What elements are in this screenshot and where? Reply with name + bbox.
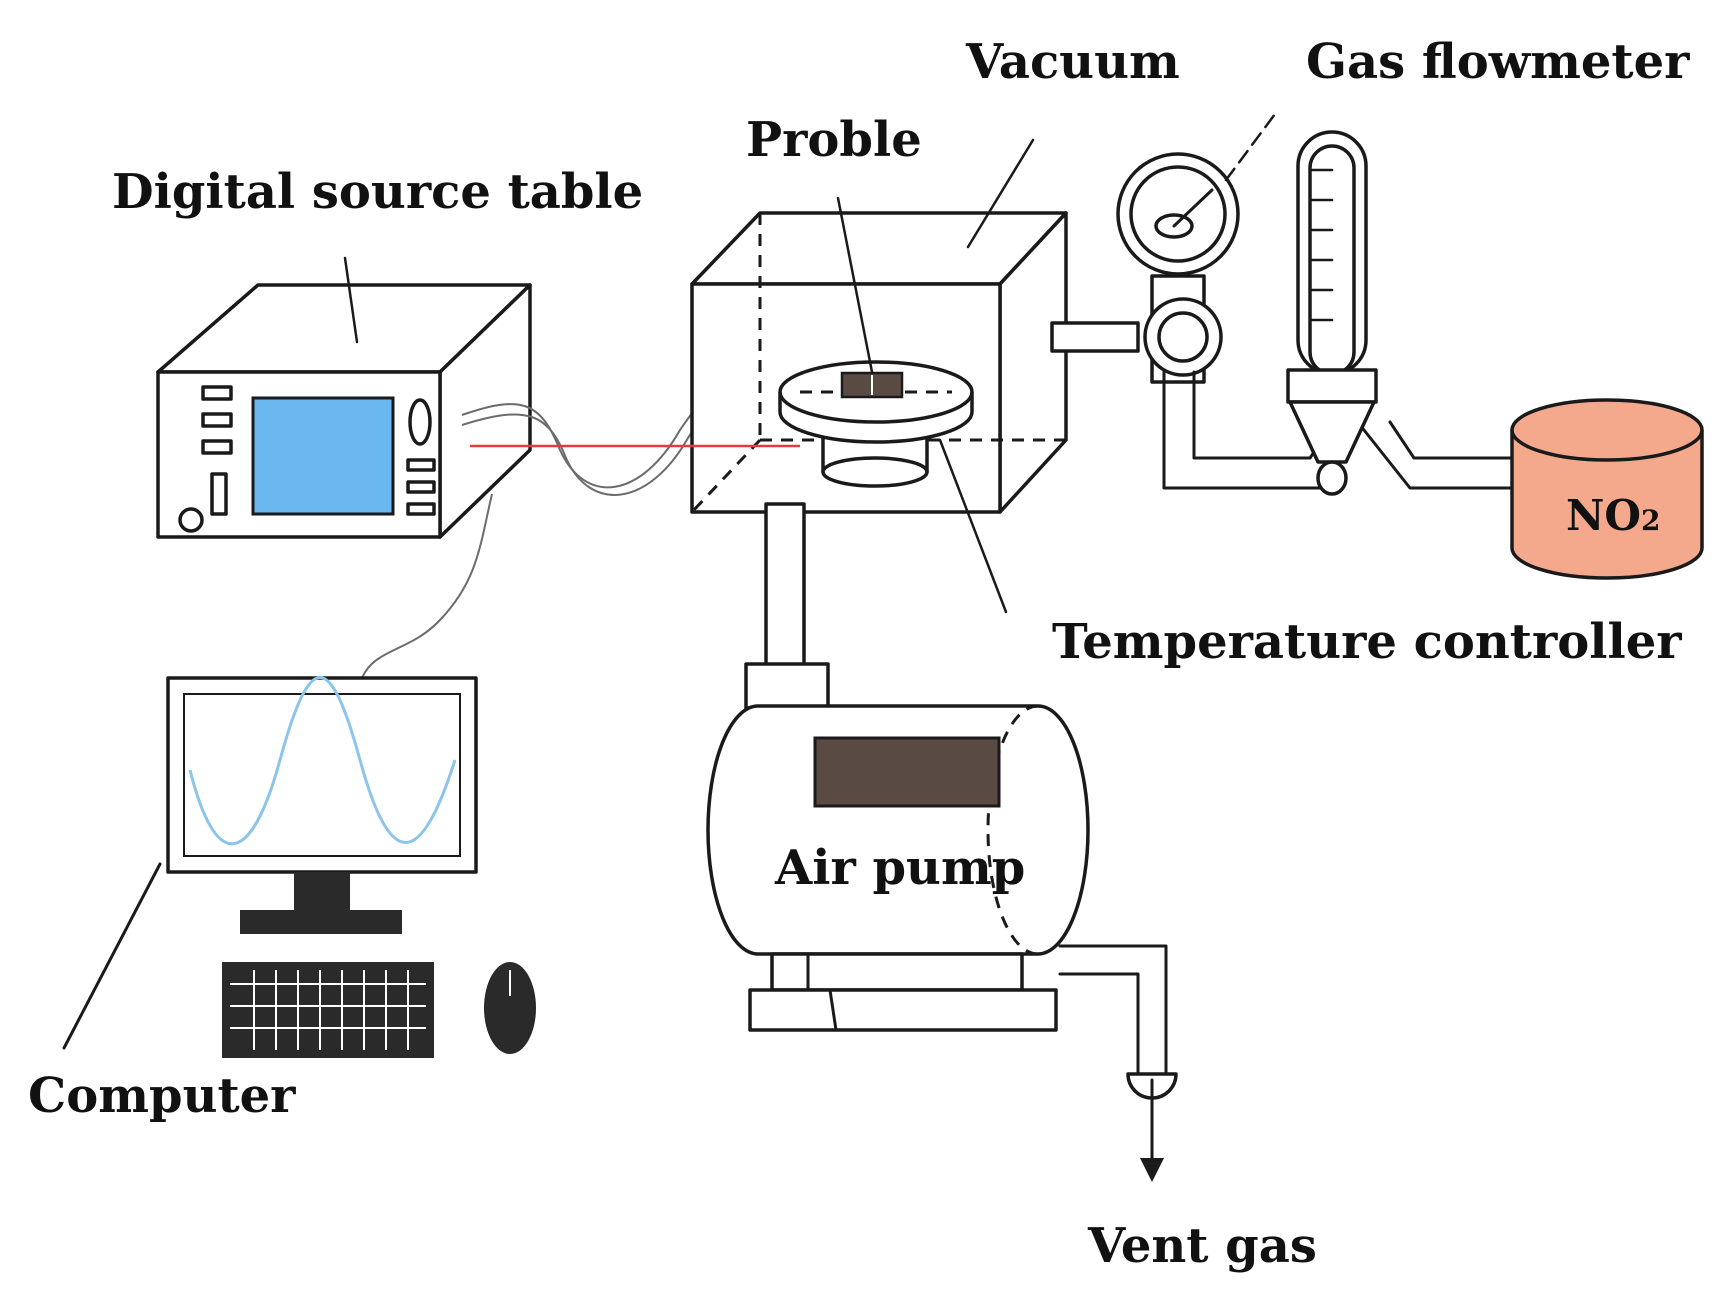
temperature-stage bbox=[778, 360, 974, 488]
air-pump bbox=[706, 704, 1090, 1032]
source-table-screen bbox=[251, 396, 395, 516]
monitor-screen bbox=[183, 693, 461, 857]
temperature-controller-label: Temperature controller bbox=[1052, 614, 1682, 670]
rotameter-bulb bbox=[1316, 460, 1348, 496]
monitor-foot bbox=[240, 910, 402, 934]
no2-label: NO2 bbox=[1566, 491, 1660, 540]
vent-arrow-head bbox=[1140, 1158, 1164, 1182]
pump-base-lower bbox=[748, 988, 1058, 1032]
gas-flowmeter-label: Gas flowmeter bbox=[1306, 34, 1690, 90]
valve-wheel-inner bbox=[1157, 311, 1209, 363]
rotameter bbox=[1286, 130, 1378, 496]
gauge-needle bbox=[1172, 188, 1214, 228]
flowmeter-pointer-dashed bbox=[1224, 108, 1280, 182]
digital-source-table-label: Digital source table bbox=[112, 164, 643, 220]
source-button-4 bbox=[406, 458, 436, 472]
source-button-6 bbox=[406, 502, 436, 516]
probe-pointer bbox=[836, 196, 874, 374]
pump-inlet-fitting bbox=[744, 662, 830, 710]
source-dial bbox=[408, 398, 432, 446]
vent-gas-label: Vent gas bbox=[1087, 1218, 1317, 1274]
computer bbox=[166, 676, 536, 1058]
pump-far-end-hidden bbox=[986, 704, 1039, 956]
rotameter-collar bbox=[1286, 368, 1378, 404]
source-slot bbox=[210, 472, 228, 516]
pump-base-divider-2 bbox=[828, 988, 838, 1032]
source-knob bbox=[178, 507, 204, 533]
source-button-3 bbox=[201, 439, 233, 455]
monitor-waveform bbox=[188, 676, 457, 846]
source-button-5 bbox=[406, 480, 436, 494]
temperature-controller-pointer bbox=[938, 438, 1008, 614]
vent-pipe-outer bbox=[1058, 944, 1168, 1082]
vent-pipe-inner bbox=[1058, 972, 1140, 1082]
keyboard bbox=[222, 962, 434, 1058]
no2-tank-top bbox=[1510, 398, 1704, 462]
mouse bbox=[484, 962, 536, 1054]
source-button-1 bbox=[201, 385, 233, 401]
rotameter-scale bbox=[1308, 168, 1334, 322]
air-pump-label: Air pump bbox=[774, 840, 1025, 896]
computer-pointer bbox=[62, 862, 162, 1050]
stage-pedestal-bottom bbox=[821, 456, 929, 488]
no2-tank: NO2 bbox=[1510, 398, 1704, 580]
computer-cable bbox=[361, 493, 493, 679]
no2-tank-body bbox=[1510, 430, 1704, 580]
inlet-pipe bbox=[1050, 321, 1140, 353]
source-button-2 bbox=[201, 412, 233, 428]
pump-window bbox=[813, 736, 1001, 808]
vent-pipe bbox=[1058, 944, 1178, 1182]
vacuum-pointer bbox=[966, 138, 1035, 249]
source-table-pointer bbox=[343, 256, 359, 344]
computer-label: Computer bbox=[28, 1068, 296, 1124]
chamber-hidden-edge-d bbox=[690, 438, 762, 514]
pump-inlet-pipe bbox=[764, 502, 806, 668]
rotameter-cone bbox=[1288, 400, 1376, 464]
monitor-neck bbox=[294, 872, 350, 912]
vacuum-label: Vacuum bbox=[965, 34, 1180, 90]
gas-inlet-system bbox=[1050, 108, 1514, 490]
digital-source-table bbox=[156, 283, 532, 539]
keyboard-keys bbox=[230, 970, 426, 1050]
probe-label: Proble bbox=[746, 112, 922, 168]
